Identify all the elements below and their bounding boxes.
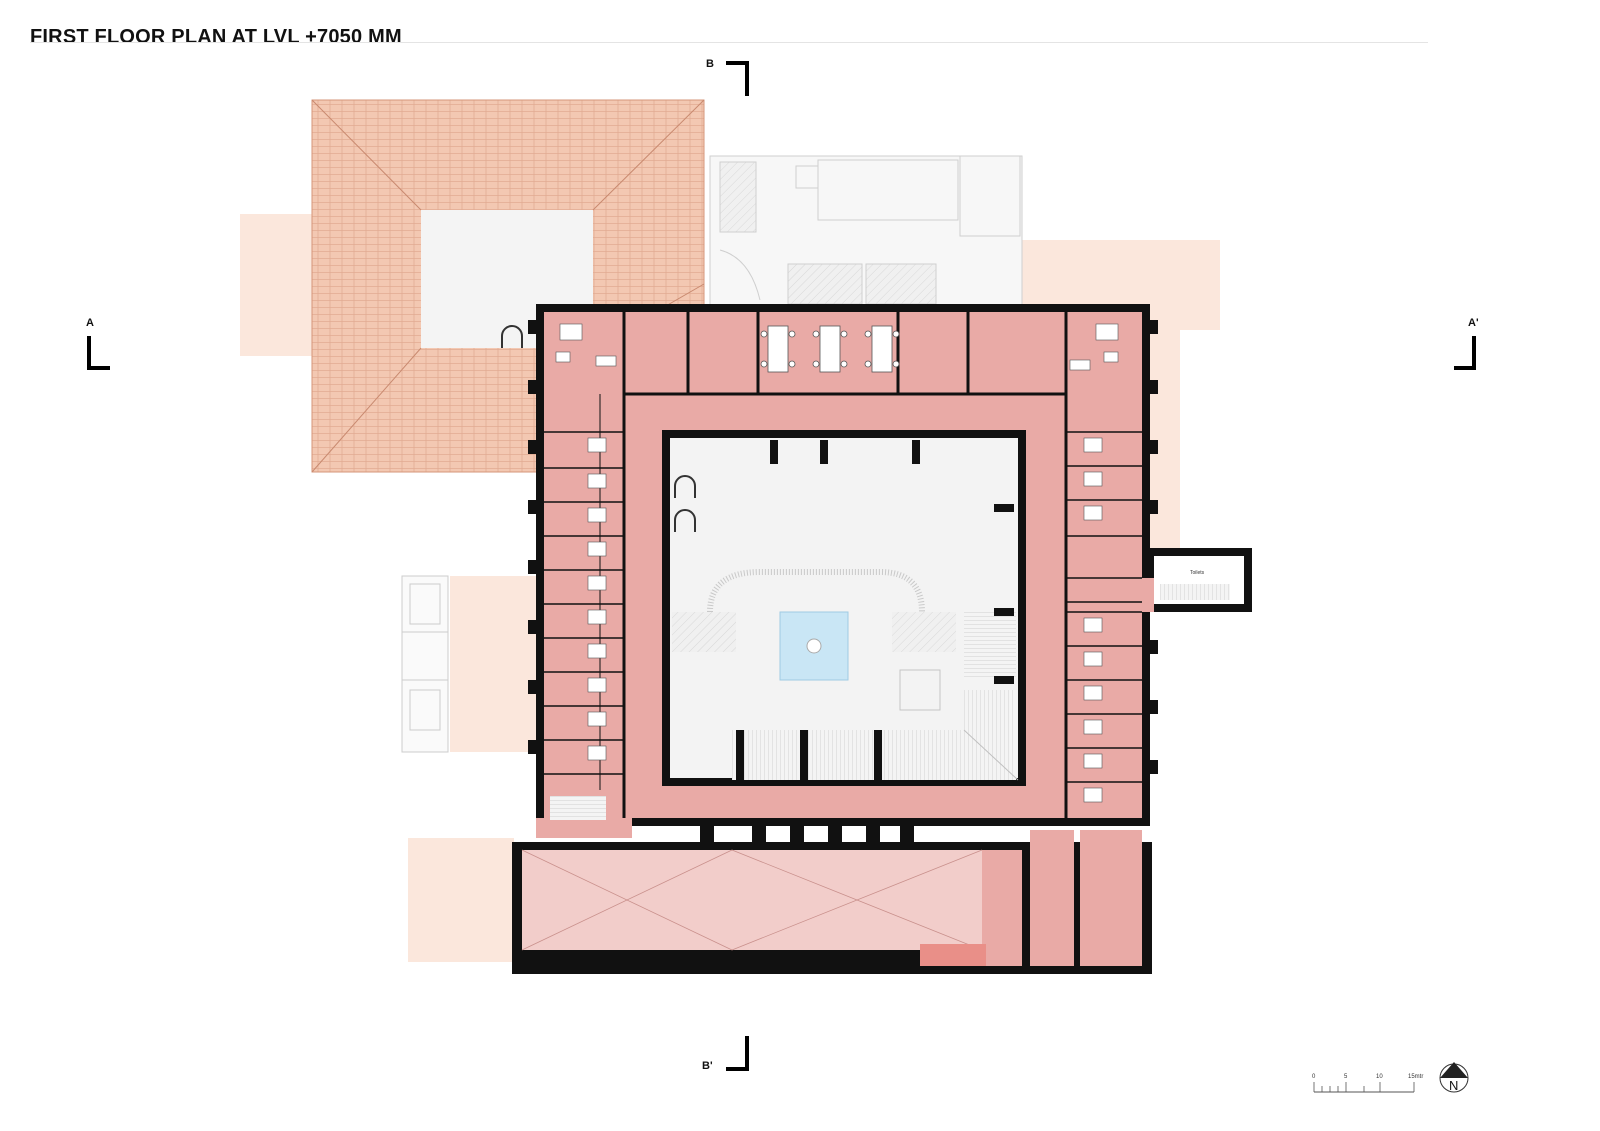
south-wing: [512, 796, 1152, 974]
courtyard-benches: [501, 325, 696, 532]
terrace-west: [240, 214, 312, 356]
scale-label-0: 0: [1312, 1074, 1316, 1080]
perimeter-piers: [528, 320, 1158, 774]
scale-label-10: 10: [1376, 1074, 1383, 1080]
guest-beds-east: [1083, 437, 1103, 803]
corner-suites: [555, 323, 1119, 371]
section-a-left-label: A: [86, 317, 94, 329]
section-b-bottom-label: B': [702, 1060, 713, 1072]
title-rule: [30, 42, 1428, 43]
section-b-top-marker: [726, 61, 749, 96]
south-piers: [700, 826, 914, 972]
courtyard: [672, 569, 1019, 781]
terrace-south: [408, 838, 514, 962]
fountain-basin: [806, 638, 822, 654]
section-b-bottom-marker: [726, 1036, 749, 1071]
dining-tables: [760, 325, 900, 373]
pool-deck-north: [709, 155, 1023, 307]
great-hall: [522, 850, 982, 950]
terrace-southwest: [450, 576, 538, 752]
section-b-top-label: B: [706, 58, 714, 70]
section-a-right-label: A': [1468, 317, 1479, 329]
guest-rooms-east: [1066, 431, 1142, 783]
annex-room-label: Toilets: [1190, 570, 1205, 576]
section-a-left-marker: [87, 336, 110, 370]
stair-west: [672, 612, 736, 652]
guest-beds-west: [587, 437, 607, 761]
courtyard-piers: [736, 440, 1014, 780]
north-label: N: [1449, 1078, 1458, 1093]
scale-bar: 0 5 10 15mtr: [1312, 1074, 1423, 1093]
scale-label-15: 15mtr: [1408, 1074, 1423, 1080]
stair-annex-east: Toilets: [1142, 548, 1252, 612]
north-arrow: N: [1439, 1062, 1469, 1093]
section-a-right-marker: [1454, 336, 1476, 370]
outbuilding-southwest: [401, 575, 449, 753]
stair-east: [892, 612, 956, 652]
scale-label-5: 5: [1344, 1074, 1348, 1080]
north-arrow-icon: [1440, 1062, 1468, 1078]
